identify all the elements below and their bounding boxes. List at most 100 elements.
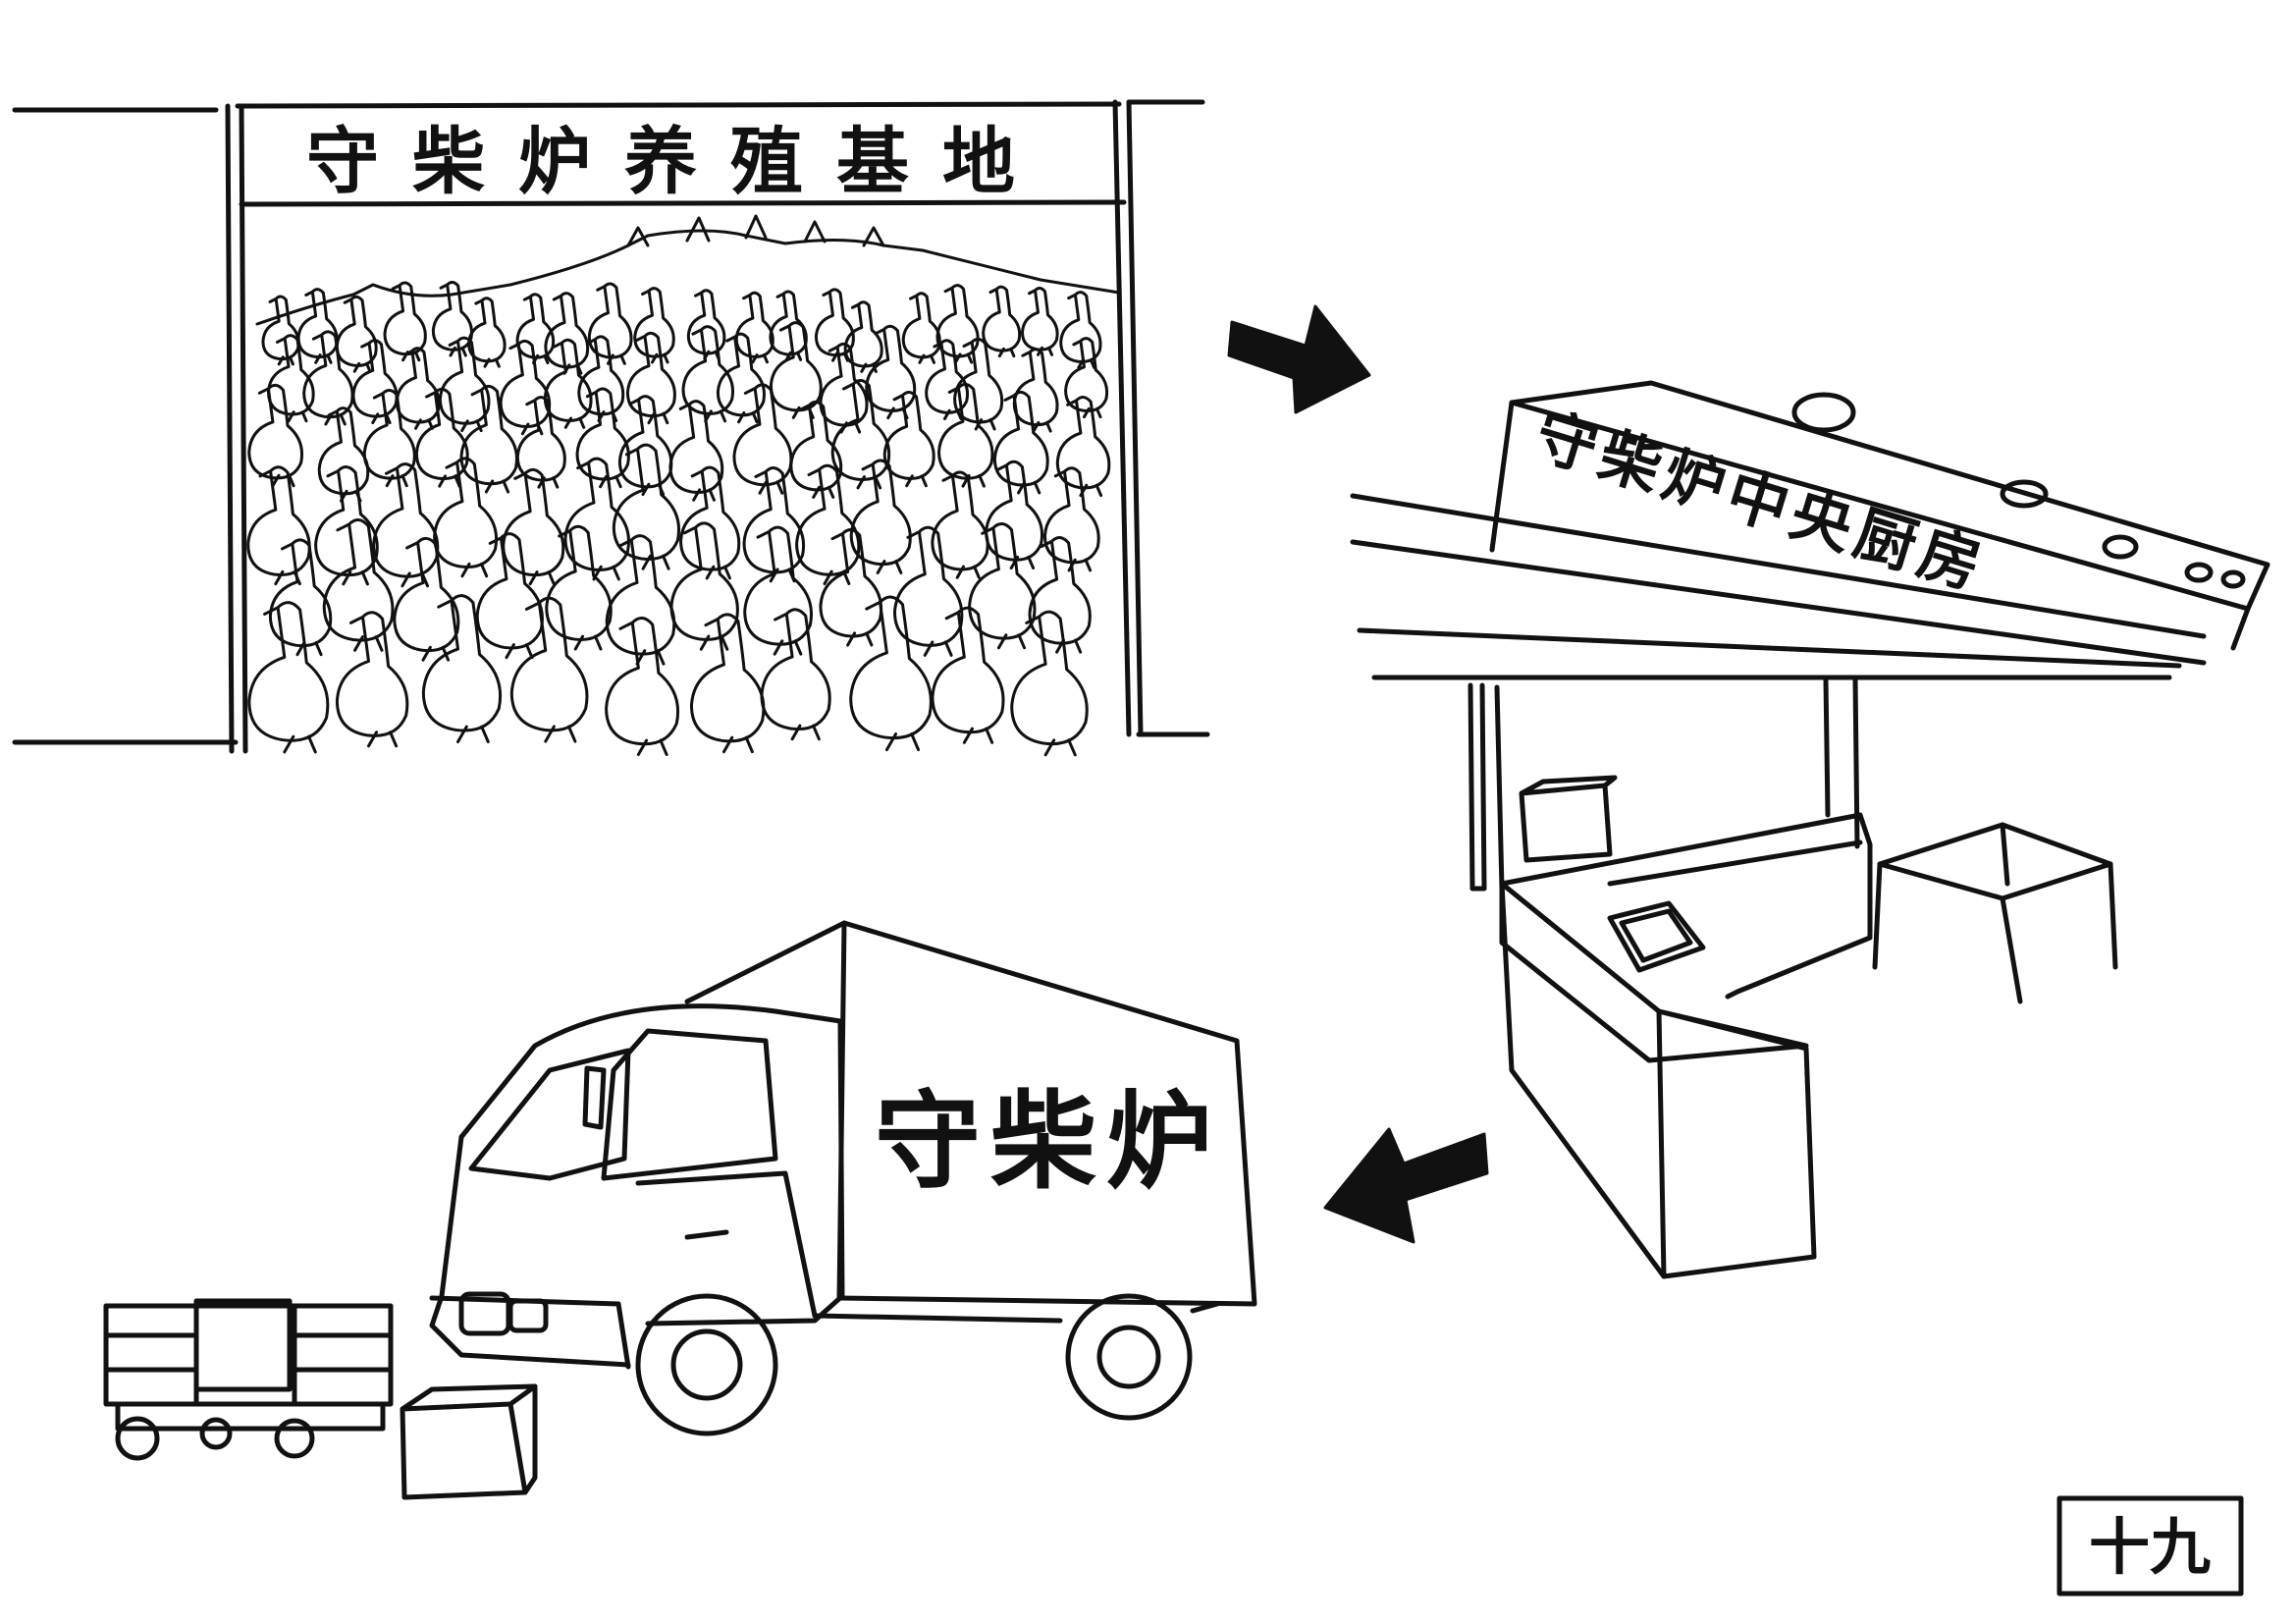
duck: [543, 338, 593, 422]
duck-feet: [295, 641, 323, 657]
duck: [509, 596, 589, 732]
duck: [849, 459, 912, 567]
ceiling-light-3: [2102, 534, 2139, 560]
duck: [431, 280, 473, 352]
kitchen-sink: [1607, 900, 1706, 973]
duck-feet: [905, 474, 928, 488]
kitchen-panel: 守柴炉中央厨房: [1350, 380, 2270, 1279]
kitchen-counter-back: [1499, 812, 1873, 1000]
duck-feet: [544, 725, 577, 743]
truck-door: [635, 1170, 818, 1319]
duck: [617, 395, 673, 489]
duck: [247, 383, 303, 480]
duck: [383, 281, 427, 356]
duck: [734, 291, 774, 358]
truck-windshield: [468, 1048, 631, 1181]
gate-post-left: [225, 103, 248, 754]
duck: [1055, 396, 1111, 490]
duck-feet: [955, 565, 981, 579]
duck-feet: [277, 355, 294, 366]
duck-feet: [460, 562, 489, 578]
duck: [1042, 466, 1100, 565]
truck-cab-outline: [458, 1003, 845, 1326]
duck: [438, 336, 491, 425]
farm-background-hills: [255, 229, 1121, 326]
duck: [769, 321, 823, 412]
duck-feet: [812, 485, 835, 499]
duck-feet: [528, 570, 556, 586]
kitchen-counter-body: [1499, 881, 1817, 1279]
duck: [819, 342, 869, 427]
duck: [414, 387, 469, 481]
duck-feet: [456, 725, 490, 744]
duck: [1028, 535, 1092, 645]
duck-flock: [246, 280, 1111, 757]
duck-feet: [846, 631, 874, 647]
farm-background-trees: [626, 214, 885, 247]
truck-rear-wheel: [1065, 1293, 1193, 1421]
duck: [769, 290, 808, 356]
duck-feet: [449, 346, 467, 357]
kitchen-sign-text-group: 守柴炉中央厨房: [1527, 400, 1996, 605]
ceiling-light-1: [1791, 392, 1856, 433]
duck-feet: [1043, 738, 1077, 757]
duck: [982, 285, 1022, 352]
duck-feet: [996, 633, 1027, 650]
duck: [605, 617, 679, 746]
ceiling-light-5: [2220, 569, 2246, 589]
duck: [459, 384, 518, 486]
duck: [322, 518, 395, 642]
duck-feet: [923, 640, 953, 657]
duck: [1059, 291, 1102, 363]
duck: [499, 339, 552, 429]
duck: [925, 339, 969, 414]
duck: [605, 534, 676, 656]
duck-feet: [573, 634, 603, 651]
duck: [633, 287, 675, 358]
truck-headlight-right: [507, 1298, 549, 1333]
duck-feet: [352, 361, 372, 373]
duck-feet: [790, 724, 821, 741]
duck: [901, 292, 941, 359]
kitchen-beam-3: [1357, 627, 2182, 669]
duck-feet: [773, 639, 803, 656]
duck: [1010, 610, 1089, 746]
truck-mirror: [582, 1065, 607, 1130]
duck: [515, 293, 556, 359]
duck-feet: [1082, 406, 1102, 419]
truck-cargo-top-edge: [684, 920, 847, 1004]
duck-feet: [385, 474, 408, 488]
duck: [830, 379, 891, 481]
truck-side-window: [601, 1028, 778, 1181]
cardboard-box: [400, 1383, 538, 1500]
duck: [335, 611, 409, 737]
duck: [968, 522, 1037, 640]
duck: [372, 462, 440, 578]
duck: [612, 443, 680, 561]
duck: [865, 324, 917, 412]
duck-feet: [699, 634, 729, 651]
duck-feet: [721, 735, 754, 754]
duck: [577, 335, 625, 416]
cart-wheel-3: [274, 1418, 315, 1459]
duck-feet: [563, 416, 586, 429]
duck: [843, 300, 883, 368]
duck-feet: [460, 419, 483, 433]
duck: [760, 608, 831, 731]
duck-feet: [997, 347, 1016, 358]
duck-feet: [367, 731, 399, 748]
kitchen-sign-edges: [1489, 400, 2251, 651]
duck: [819, 528, 883, 638]
duck: [732, 383, 793, 487]
duck-feet: [884, 732, 921, 752]
duck: [716, 332, 766, 417]
truck-bumper: [429, 1295, 631, 1370]
kitchen-counter-edge: [1607, 839, 1863, 887]
duck-feet: [353, 635, 384, 652]
kitchen-table-legs: [1872, 822, 2118, 1004]
duck: [467, 297, 507, 363]
duck: [668, 400, 724, 494]
duck: [314, 465, 379, 577]
duck: [395, 347, 441, 424]
